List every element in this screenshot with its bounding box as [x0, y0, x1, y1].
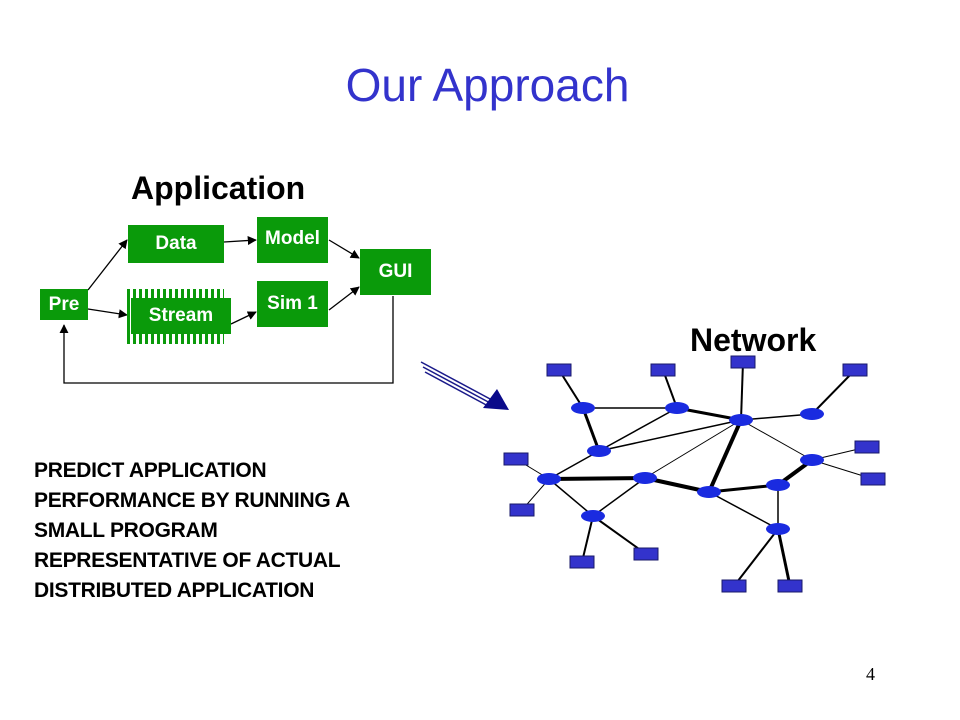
host-node — [546, 363, 572, 377]
data-box: Data — [128, 225, 224, 263]
host-node — [503, 452, 529, 466]
arrow-sim1-gui — [328, 286, 360, 311]
host-node — [569, 555, 595, 569]
application-heading: Application — [131, 170, 306, 206]
model-box: Model — [257, 217, 328, 263]
router-node — [571, 402, 595, 414]
router-node — [800, 408, 824, 420]
host-node — [854, 440, 880, 454]
description-line: PERFORMANCE BY RUNNING A — [34, 489, 350, 512]
arrow-model-gui — [328, 239, 360, 259]
description-line: PREDICT APPLICATION — [34, 459, 267, 482]
router-node — [729, 414, 753, 426]
description-line: DISTRIBUTED APPLICATION — [34, 579, 315, 602]
description-line: SMALL PROGRAM — [34, 519, 218, 542]
host-node — [842, 363, 868, 377]
description-text: PREDICT APPLICATION PERFORMANCE BY RUNNI… — [34, 456, 464, 606]
host-node — [650, 363, 676, 377]
router-node — [581, 510, 605, 522]
router-node — [633, 472, 657, 484]
network-links — [515, 361, 874, 587]
router-node — [766, 479, 790, 491]
router-nodes — [537, 402, 824, 535]
host-node — [860, 472, 886, 486]
network-heading: Network — [690, 322, 817, 358]
gui-box: GUI — [360, 249, 431, 295]
router-node — [697, 486, 721, 498]
stream-box: Stream — [131, 298, 231, 334]
arrow-data-model — [223, 235, 257, 246]
router-node — [766, 523, 790, 535]
mapping-arrow — [420, 361, 509, 410]
host-node — [721, 579, 747, 593]
router-node — [587, 445, 611, 457]
host-node — [633, 547, 659, 561]
router-node — [800, 454, 824, 466]
arrow-pre-stream — [87, 308, 128, 319]
sim1-box: Sim 1 — [257, 281, 328, 327]
arrow-gui-feedback — [59, 296, 394, 384]
router-node — [537, 473, 561, 485]
description-line: REPRESENTATIVE OF ACTUAL — [34, 549, 341, 572]
host-node — [777, 579, 803, 593]
host-computers — [503, 355, 886, 593]
router-node — [665, 402, 689, 414]
host-node — [730, 355, 756, 369]
page-number: 4 — [866, 664, 875, 684]
slide-title: Our Approach — [345, 59, 630, 111]
pre-box: Pre — [40, 289, 88, 320]
arrow-pre-data — [87, 239, 128, 291]
arrow-stream-sim1 — [230, 311, 257, 325]
host-node — [509, 503, 535, 517]
